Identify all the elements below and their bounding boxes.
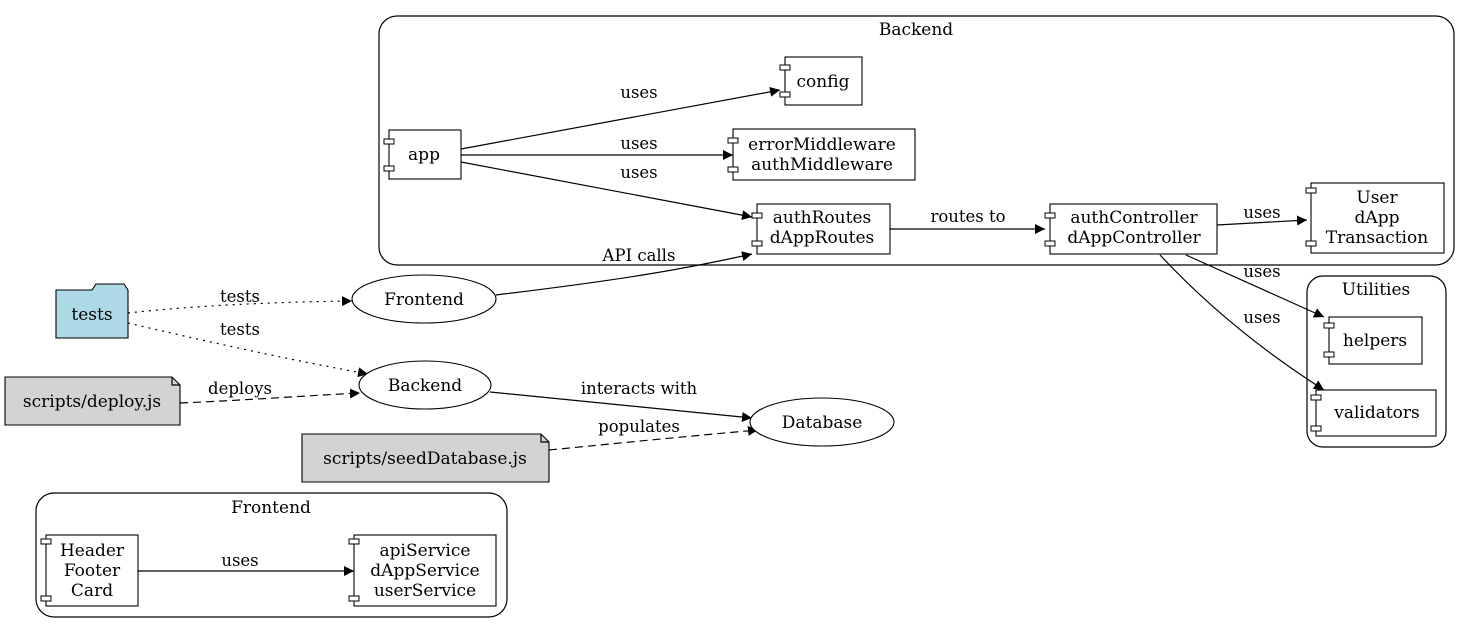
component-middleware: errorMiddleware authMiddleware xyxy=(727,128,916,181)
node-label: Transaction xyxy=(1326,228,1428,248)
node-label: authRoutes xyxy=(773,208,871,228)
edge-label: populates xyxy=(598,417,680,436)
edge-backend-database: interacts with xyxy=(489,379,753,422)
edge-routes-controllers: routes to xyxy=(890,207,1045,234)
node-database: Database xyxy=(749,397,895,447)
node-label: Header xyxy=(60,541,125,561)
port-tab xyxy=(348,595,360,602)
edge-controllers-models: uses xyxy=(1216,203,1308,226)
edge-label: tests xyxy=(220,320,260,339)
node-label: Footer xyxy=(64,561,121,581)
port-tab xyxy=(383,138,395,145)
component-controllers: authController dAppController xyxy=(1044,203,1218,255)
edge-label: uses xyxy=(221,551,258,570)
port-tab xyxy=(1323,322,1335,329)
port-tab xyxy=(348,538,360,545)
node-label: scripts/deploy.js xyxy=(23,392,161,412)
cluster-utilities-label: Utilities xyxy=(1342,280,1411,300)
port-tab xyxy=(1323,351,1335,358)
edge-label: uses xyxy=(620,134,657,153)
cluster-backend: Backend xyxy=(378,15,1455,266)
port-tab xyxy=(40,595,52,602)
edge-label: uses xyxy=(620,163,657,182)
component-routes: authRoutes dAppRoutes xyxy=(751,203,891,255)
node-label: authController xyxy=(1070,208,1198,228)
component-ui-components: Header Footer Card xyxy=(40,534,139,607)
note-deploy-script: scripts/deploy.js xyxy=(4,376,181,426)
port-tab xyxy=(751,240,763,247)
node-label: apiService xyxy=(380,541,471,561)
port-tab xyxy=(727,137,739,144)
edge-seed-database: populates xyxy=(548,417,759,451)
node-label: scripts/seedDatabase.js xyxy=(323,449,527,469)
component-models: User dApp Transaction xyxy=(1305,182,1445,254)
node-label: dAppController xyxy=(1067,228,1201,248)
node-label: dAppRoutes xyxy=(770,228,875,248)
edge-label: interacts with xyxy=(581,379,698,398)
component-config: config xyxy=(779,56,863,106)
port-tab xyxy=(383,165,395,172)
cluster-frontend: Frontend xyxy=(35,492,508,618)
component-validators: validators xyxy=(1310,389,1437,437)
node-backend: Backend xyxy=(358,360,492,410)
cluster-backend-label: Backend xyxy=(879,20,953,40)
port-tab xyxy=(1305,240,1317,247)
port-tab xyxy=(779,64,791,71)
edges: uses uses uses routes to uses uses uses xyxy=(127,83,1325,576)
cluster-frontend-label: Frontend xyxy=(231,498,311,518)
node-label: config xyxy=(797,72,850,92)
port-tab xyxy=(1044,240,1056,247)
node-label: dAppService xyxy=(370,561,479,581)
edge-label: uses xyxy=(1243,203,1280,222)
edge-label: API calls xyxy=(602,246,676,265)
node-label: userService xyxy=(374,581,476,601)
port-tab xyxy=(1044,212,1056,219)
edge-label: deploys xyxy=(208,379,272,398)
node-label: Database xyxy=(782,413,863,433)
node-frontend: Frontend xyxy=(351,274,497,324)
node-label: validators xyxy=(1333,403,1420,423)
port-tab xyxy=(727,166,739,173)
edge-app-middleware: uses xyxy=(461,134,733,160)
edge-components-services: uses xyxy=(138,551,354,576)
node-label: User xyxy=(1356,188,1398,208)
node-label: tests xyxy=(71,305,112,325)
edge-label: uses xyxy=(1243,308,1280,327)
node-label: Card xyxy=(71,581,113,601)
node-label: helpers xyxy=(1343,331,1407,351)
note-seed-script: scripts/seedDatabase.js xyxy=(301,433,550,483)
folder-tests: tests xyxy=(55,283,129,339)
node-label: Frontend xyxy=(384,290,464,310)
node-label: authMiddleware xyxy=(751,155,893,175)
port-tab xyxy=(40,538,52,545)
edge-label: uses xyxy=(1243,262,1280,281)
port-tab xyxy=(1305,187,1317,194)
edge-tests-backend: tests xyxy=(127,320,369,378)
component-services: apiService dAppService userService xyxy=(348,534,497,607)
edge-deploy-backend: deploys xyxy=(179,379,361,404)
component-helpers: helpers xyxy=(1323,316,1423,365)
edge-tests-frontend: tests xyxy=(127,287,353,314)
node-label: errorMiddleware xyxy=(748,135,896,155)
edge-label: tests xyxy=(220,287,260,306)
edge-label: uses xyxy=(620,83,657,102)
cluster-utilities: Utilities xyxy=(1306,275,1447,448)
edge-label: routes to xyxy=(930,207,1005,226)
port-tab xyxy=(751,212,763,219)
port-tab xyxy=(779,91,791,98)
edge-app-routes: uses xyxy=(460,161,753,221)
edge-frontend-routes: API calls xyxy=(495,246,753,296)
edge-controllers-validators: uses xyxy=(1159,254,1325,391)
node-label: Backend xyxy=(388,376,462,396)
node-label: dApp xyxy=(1355,208,1400,228)
port-tab xyxy=(1310,425,1322,432)
edge-controllers-helpers: uses xyxy=(1185,254,1325,318)
edge-app-config: uses xyxy=(460,83,781,150)
port-tab xyxy=(1310,394,1322,401)
component-app: app xyxy=(383,129,462,180)
node-label: app xyxy=(408,145,440,165)
